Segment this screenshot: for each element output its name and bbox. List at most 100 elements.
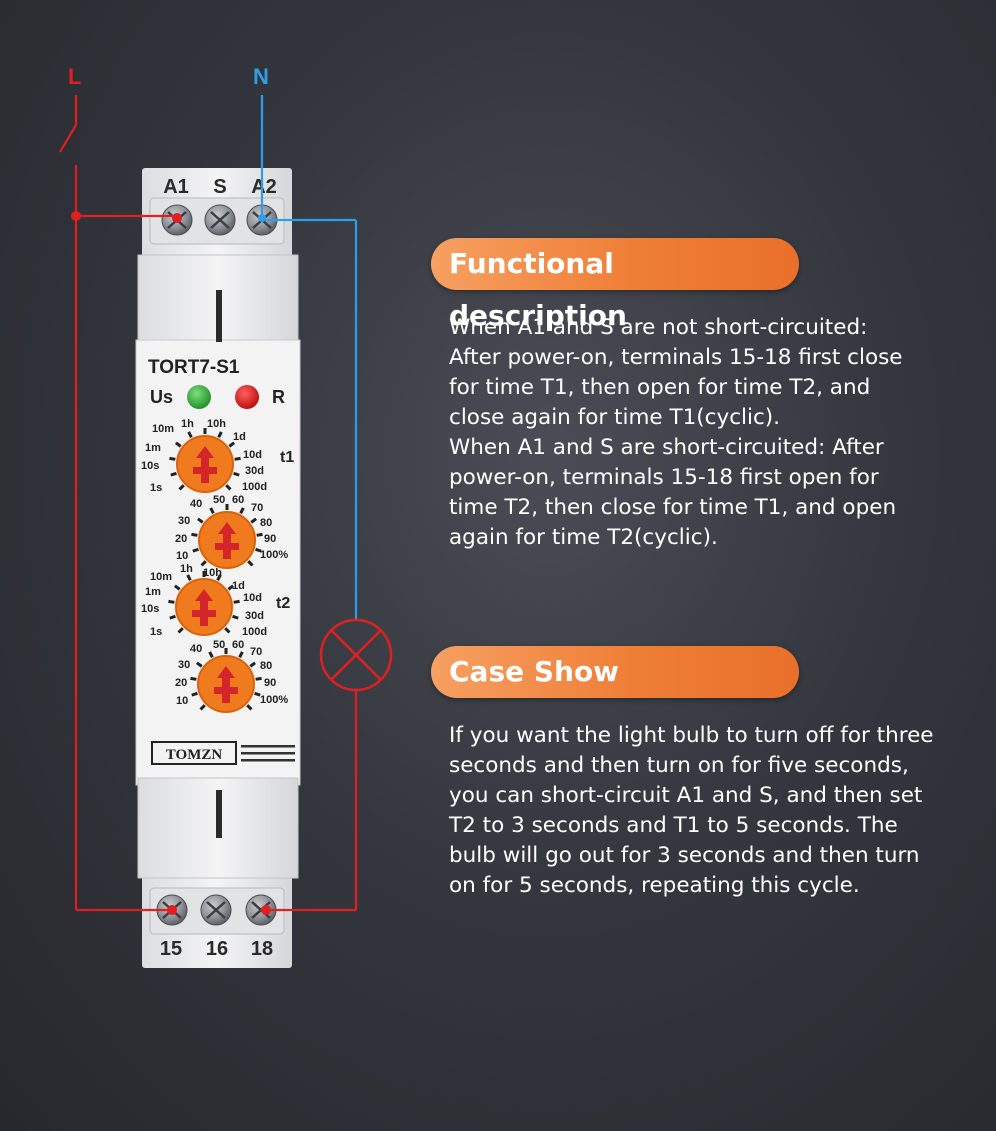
dial-tick [170,471,177,477]
case_show-line: T2 to 3 seconds and T1 to 5 seconds. The [449,813,898,838]
relay-housing [135,168,301,968]
functional-line: time T2, then close for time T1, and ope… [449,495,897,520]
a1-wire-dot [172,213,182,223]
indicator-us-label: Us [150,387,173,407]
svg-text:30d: 30d [245,610,264,622]
dial-t1-label: 1h [181,418,194,430]
svg-text:30: 30 [178,515,190,527]
dial-tick [224,627,231,634]
svg-text:90: 90 [264,533,276,545]
dial-t1-label: 10h [207,418,226,430]
svg-text:70: 70 [250,646,262,658]
brand-logo: TOMZN [151,741,295,765]
terminal-18-wire-dot [261,905,271,915]
dial-tick [209,507,215,514]
svg-text:1d: 1d [232,580,245,592]
dial-tick [177,627,184,634]
terminal-label-18: 18 [251,938,273,960]
phase-label: L [68,64,81,89]
dial-tick [192,547,199,553]
neutral-wire [260,95,358,620]
svg-text:20: 20 [175,677,187,689]
case-show-title: Case Show [431,646,799,698]
dial-tick [169,614,176,620]
dial-tick [208,651,214,658]
functional-line: close again for time T1(cyclic). [449,405,781,430]
dial-tick [233,599,240,604]
terminal-label-16: 16 [206,938,228,960]
phase-junction-dot [71,211,81,221]
svg-text:1s: 1s [150,626,162,638]
functional-description-text: When A1 and S are not short-circuited:Af… [449,313,903,553]
relay-led-icon [235,385,259,409]
functional-line: When A1 and S are short-circuited: After [449,435,884,460]
dial-tick [234,456,241,461]
dial-t1-range: 10m 1h 10h 1d 1m 10d 10s 30d 1s 100d t1 [141,418,294,494]
svg-text:10: 10 [176,550,188,562]
terminal-label-a2: A2 [251,176,277,198]
dial-tick [216,574,222,581]
svg-text:TOMZN: TOMZN [166,747,223,763]
dial-t1-scale: 40 50 60 70 30 80 20 90 10 100% [175,494,288,569]
neutral-label: N [253,64,269,89]
svg-text:100d: 100d [242,626,267,638]
svg-text:100%: 100% [260,549,288,561]
dial-t1-label: 10m [152,423,174,435]
dial-tick [255,676,262,681]
dial-t1-label: 1s [150,482,162,494]
svg-text:60: 60 [232,639,244,651]
dial-tick [196,517,204,524]
dial-tick [191,532,198,537]
dial-tick [173,584,181,591]
dial-t2-range: 10m 1h 10h 1d 1m 10d 10s 30d 1s 100d t2 [141,563,290,638]
dial-tick [187,431,193,438]
dial-tick [232,614,239,620]
dial-tick [256,532,263,537]
dial-tick [199,704,206,711]
functional-line: for time T1, then open for time T2, and [449,375,871,400]
dial-t1-label: 1m [145,442,161,454]
dial-tick [255,547,262,553]
lamp-icon [319,618,393,692]
svg-text:40: 40 [190,643,202,655]
case_show-line: on for 5 seconds, repeating this cycle. [449,873,860,898]
terminal-label-s: S [213,176,226,198]
svg-text:10d: 10d [243,592,262,604]
dial-tick [195,661,203,668]
dial-tick [238,651,244,658]
dial-tick [191,691,198,697]
dial-tick [228,441,236,448]
dial-tick [233,471,240,477]
svg-text:30: 30 [178,659,190,671]
svg-text:80: 80 [260,517,272,529]
dial-t1-label: 100d [242,481,267,493]
dial-tick [178,484,185,491]
dial-t2-name: t2 [276,595,290,612]
dial-t1-label: 30d [245,465,264,477]
svg-text:80: 80 [260,660,272,672]
dial-tick [227,584,235,591]
svg-text:1h: 1h [180,563,193,575]
dial-t1-label: 10s [141,460,159,472]
svg-text:50: 50 [213,494,225,506]
svg-text:90: 90 [264,677,276,689]
dial-tick [246,704,253,711]
svg-text:60: 60 [232,494,244,506]
svg-text:10: 10 [176,695,188,707]
a2-wire-dot [258,214,266,222]
dial-tick [190,676,197,681]
dial-tick [247,560,254,567]
svg-text:10s: 10s [141,603,159,615]
case-show-text: If you want the light bulb to turn off f… [449,721,934,901]
dial-tick [249,661,257,668]
functional-line: again for time T2(cyclic). [449,525,718,550]
functional-description-title: Functional description [431,238,799,332]
dial-tick [250,517,258,524]
svg-text:40: 40 [190,498,202,510]
model-label: TORT7-S1 [148,357,240,378]
dial-tick [254,691,261,697]
svg-text:70: 70 [251,502,263,514]
terminal-label-15: 15 [160,938,182,960]
dial-tick [217,431,223,438]
